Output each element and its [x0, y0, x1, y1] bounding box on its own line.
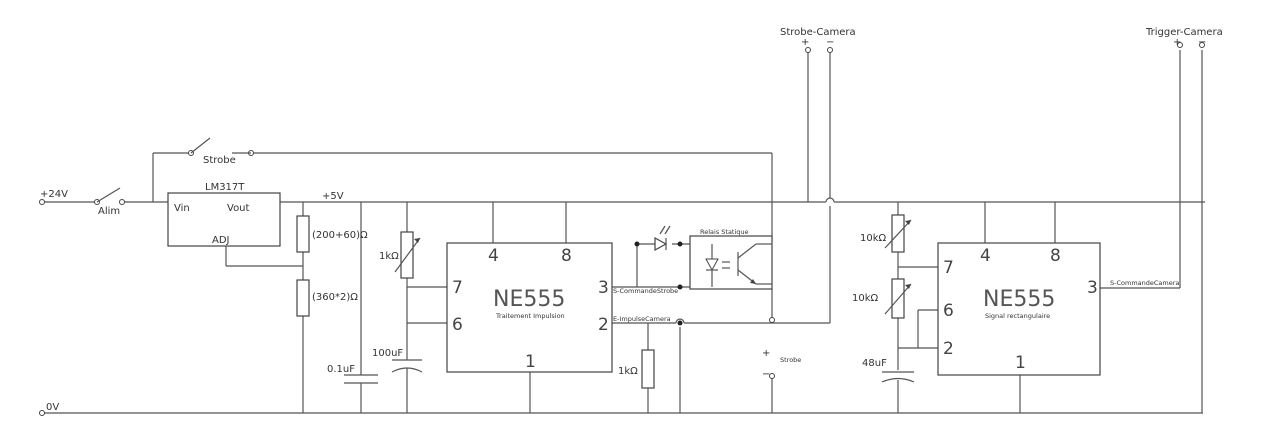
- capacitor-48uf-label: 48uF: [862, 358, 887, 369]
- regulator-adj-label: ADJ: [212, 235, 230, 246]
- regulator-label: LM317T: [205, 182, 245, 193]
- resistor-bottom: [296, 279, 310, 317]
- ne555-left-pin6: 6: [452, 315, 463, 335]
- ne555-right-pin1: 1: [1015, 353, 1026, 373]
- ne555-left-in-label: E-ImpulseCamera: [613, 315, 671, 323]
- lm317-regulator: [167, 192, 281, 247]
- regulator-vin-label: Vin: [174, 203, 190, 214]
- ne555-right-body: [937, 242, 1101, 376]
- strobe-switch-label: Strobe: [203, 155, 236, 166]
- strobe-camera-minus: −: [826, 37, 834, 48]
- strobe-camera-label: Strobe-Camera: [780, 27, 856, 38]
- resistor-1k-label: 1kΩ: [618, 366, 638, 377]
- resistor-top-label: (200+60)Ω: [312, 230, 368, 241]
- ne555-left-subtitle: Traitement Impulsion: [495, 312, 565, 320]
- ne555-right-pin8: 8: [1050, 246, 1061, 266]
- ne555-left-name: NE555: [493, 287, 565, 312]
- capacitor-100uf-label: 100uF: [372, 348, 403, 359]
- ne555-right: NE555 Signal rectangulaire 4 8 7 6 3 2 1…: [943, 246, 1179, 373]
- ground-label: 0V: [46, 402, 59, 413]
- relay-title-label: Relais Statique: [700, 228, 749, 236]
- labels: +24V 0V Alim Strobe LM317T Vin Vout ADJ …: [40, 27, 1223, 413]
- ne555-right-subtitle: Signal rectangulaire: [985, 312, 1050, 320]
- strobe-switch: [190, 137, 251, 154]
- potentiometer-10k-bottom: [884, 278, 912, 319]
- potentiometer-10k-top-label: 10kΩ: [860, 233, 887, 244]
- ne555-right-pin4: 4: [980, 246, 991, 266]
- trigger-camera-minus: −: [1198, 37, 1206, 48]
- potentiometer-10k-bottom-label: 10kΩ: [852, 293, 879, 304]
- capacitor-48uf: [881, 371, 915, 383]
- strobe-camera-plus: +: [801, 37, 809, 48]
- ne555-right-pin3: 3: [1087, 278, 1098, 298]
- ne555-left-out-label: S-CommandeStrobe: [613, 287, 678, 295]
- potentiometer-1k: [394, 231, 421, 279]
- capacitor-100uf: [391, 359, 423, 373]
- wires: [42, 50, 1205, 414]
- ne555-left-pin3: 3: [598, 278, 609, 298]
- rail-label: +5V: [322, 191, 344, 202]
- indicator-led: [654, 225, 671, 252]
- resistor-bottom-label: (360*2)Ω: [312, 292, 358, 303]
- alim-switch: [96, 187, 121, 203]
- ne555-right-pin6: 6: [943, 301, 954, 321]
- strobe-minus-label: −: [762, 369, 770, 380]
- resistor-top: [296, 215, 310, 253]
- trigger-camera-label: Trigger-Camera: [1145, 27, 1223, 38]
- solid-state-relay: [689, 235, 773, 290]
- ne555-left-pin1: 1: [525, 352, 536, 372]
- resistor-1k: [641, 349, 655, 389]
- ne555-right-pin2: 2: [943, 339, 954, 359]
- trigger-camera-plus: +: [1173, 37, 1181, 48]
- potentiometer-1k-label: 1kΩ: [379, 251, 399, 262]
- supply-label: +24V: [40, 189, 68, 200]
- ne555-left-pin2: 2: [598, 315, 609, 335]
- regulator-vout-label: Vout: [227, 203, 250, 214]
- ne555-right-pin7: 7: [943, 258, 954, 278]
- capacitor-0-1uf-label: 0.1uF: [327, 364, 355, 375]
- ne555-left: NE555 Traitement Impulsion 4 8 7 6 3 2 1…: [452, 246, 678, 372]
- strobe-output-label: Strobe: [780, 356, 801, 364]
- potentiometer-10k-top: [884, 214, 912, 253]
- ne555-left-pin4: 4: [488, 246, 499, 266]
- ne555-right-out-label: S-CommandeCamera: [1110, 279, 1179, 287]
- alim-switch-label: Alim: [98, 206, 120, 217]
- ne555-left-pin8: 8: [561, 246, 572, 266]
- strobe-plus-label: +: [762, 348, 770, 359]
- ne555-left-pin7: 7: [452, 278, 463, 298]
- ne555-left-body: [446, 242, 613, 373]
- ne555-right-name: NE555: [983, 287, 1055, 312]
- capacitor-0-1uf: [344, 374, 378, 384]
